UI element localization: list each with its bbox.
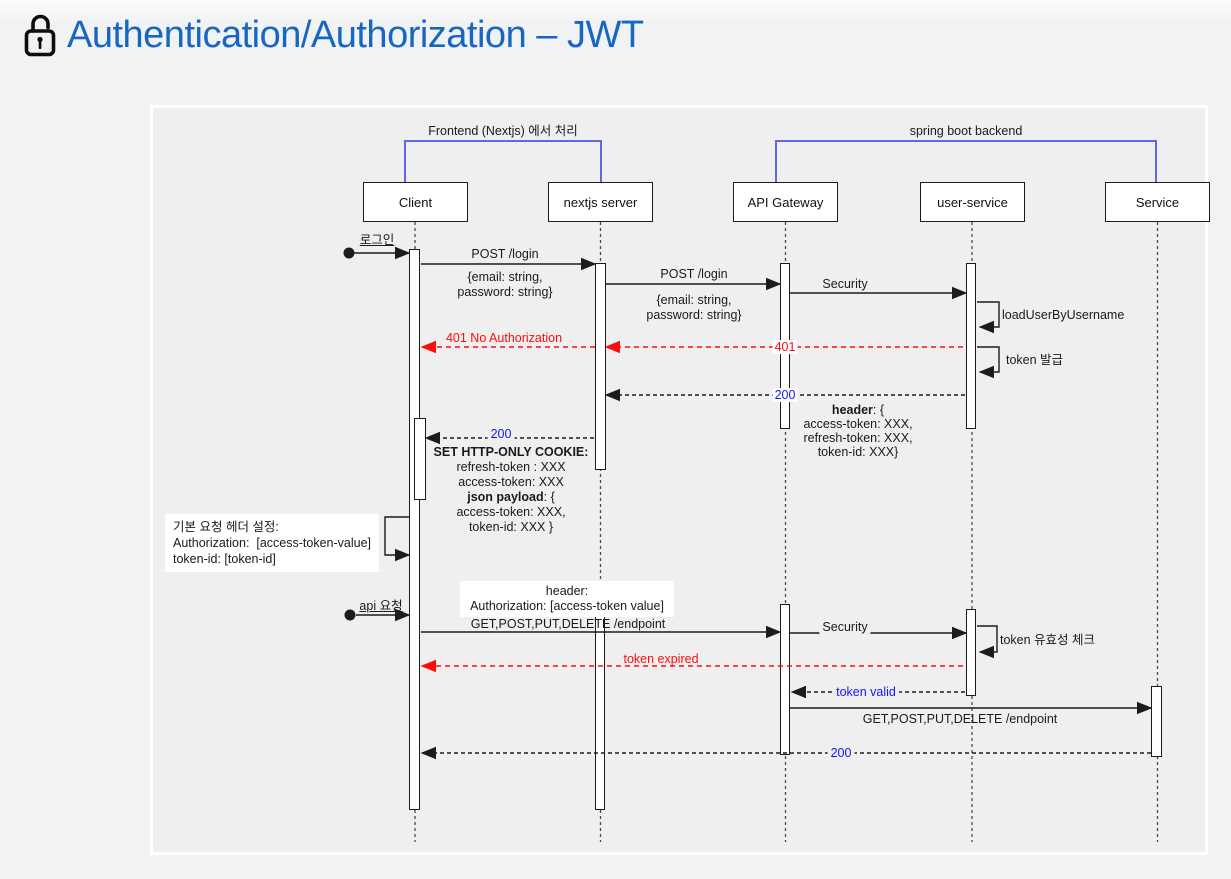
label-post-login-1: POST /login xyxy=(471,247,539,261)
activation-userservice-api xyxy=(966,609,976,696)
actor-api-gateway: API Gateway xyxy=(733,182,838,222)
note-line: Authorization: [access-token value] xyxy=(470,599,664,613)
note-rest: : { xyxy=(872,403,885,417)
label-token-expired: token expired xyxy=(623,652,699,666)
actor-nextjs-server: nextjs server xyxy=(548,182,653,222)
note-line: json payload: { xyxy=(434,490,589,505)
actor-service-label: Service xyxy=(1135,194,1180,210)
note-bold: json payload xyxy=(467,490,544,504)
body-line: password: string} xyxy=(457,285,553,299)
note-cookie-block: SET HTTP-ONLY COOKIE: refresh-token : XX… xyxy=(434,445,589,535)
diagram-panel xyxy=(150,105,1208,855)
actor-service: Service xyxy=(1105,182,1210,222)
activation-nextjs-api xyxy=(595,612,605,810)
note-line: token-id: XXX } xyxy=(468,520,554,534)
label-401-no-authorization: 401 No Authorization xyxy=(445,331,563,345)
label-200-second: 200 xyxy=(487,427,515,441)
label-security-2: Security xyxy=(819,620,871,634)
note-line: refresh-token: XXX, xyxy=(803,431,913,445)
note-header-block: header: { access-token: XXX, refresh-tok… xyxy=(803,403,912,459)
actor-client: Client xyxy=(363,182,468,222)
activation-gateway-api xyxy=(780,604,790,755)
body-line: {email: string, xyxy=(656,293,732,307)
group-label-frontend: Frontend (Nextjs) 에서 처리 xyxy=(428,124,578,138)
body-line: password: string} xyxy=(646,308,742,322)
label-login-trigger: 로그인 xyxy=(359,233,395,247)
activation-userservice-login xyxy=(966,263,976,429)
note-line: access-token: XXX xyxy=(458,475,564,489)
label-api-trigger: api 요청 xyxy=(359,599,403,613)
label-post-login-1-body: {email: string, password: string} xyxy=(457,270,552,300)
label-200-first: 200 xyxy=(772,388,798,402)
note-line: token-id: XXX} xyxy=(817,445,899,459)
note-bold: header xyxy=(831,403,873,417)
actor-user-service: user-service xyxy=(920,182,1025,222)
label-post-login-2-body: {email: string, password: string} xyxy=(646,293,741,323)
label-token-check: token 유효성 체크 xyxy=(1000,633,1096,647)
note-line: header: xyxy=(545,584,589,598)
label-security-1: Security xyxy=(822,277,868,291)
label-load-user: loadUserByUsername xyxy=(1002,308,1125,322)
label-token-valid: token valid xyxy=(833,685,899,699)
note-request-header: header: Authorization: [access-token val… xyxy=(460,581,674,617)
note-line: access-token: XXX, xyxy=(456,505,566,519)
page-title: Authentication/Authorization – JWT xyxy=(20,12,644,58)
actor-user-service-label: user-service xyxy=(937,194,1008,210)
activation-client-nested xyxy=(414,418,426,500)
group-label-backend: spring boot backend xyxy=(909,124,1023,138)
note-line: 기본 요청 헤더 설정: xyxy=(173,520,279,534)
note-line: refresh-token : XXX xyxy=(456,460,566,474)
keyhole xyxy=(37,36,43,43)
note-line: header: { xyxy=(803,403,912,417)
note-default-request-header: 기본 요청 헤더 설정: Authorization: [access-toke… xyxy=(165,514,380,572)
note-rest: : { xyxy=(543,490,555,504)
label-token-issue: token 발급 xyxy=(1006,353,1064,367)
note-line: Authorization: [access-token-value] xyxy=(173,536,372,550)
label-401: 401 xyxy=(772,340,798,354)
label-endpoint-1: GET,POST,PUT,DELETE /endpoint xyxy=(470,617,666,631)
activation-client-main xyxy=(409,249,420,810)
label-post-login-2: POST /login xyxy=(660,267,728,281)
lock-icon xyxy=(24,14,56,57)
note-line: access-token: XXX, xyxy=(803,417,913,431)
actor-client-label: Client xyxy=(398,194,433,210)
actor-nextjs-label: nextjs server xyxy=(563,194,638,210)
actor-gateway-label: API Gateway xyxy=(747,194,824,210)
label-endpoint-2: GET,POST,PUT,DELETE /endpoint xyxy=(862,712,1058,726)
body-line: {email: string, xyxy=(467,270,543,284)
activation-service xyxy=(1151,686,1162,757)
note-line: token-id: [token-id] xyxy=(173,552,276,566)
label-200-final: 200 xyxy=(827,746,855,760)
activation-nextjs-login xyxy=(595,263,606,470)
page-title-text: Authentication/Authorization – JWT xyxy=(67,13,644,56)
note-line: SET HTTP-ONLY COOKIE: xyxy=(433,445,589,459)
